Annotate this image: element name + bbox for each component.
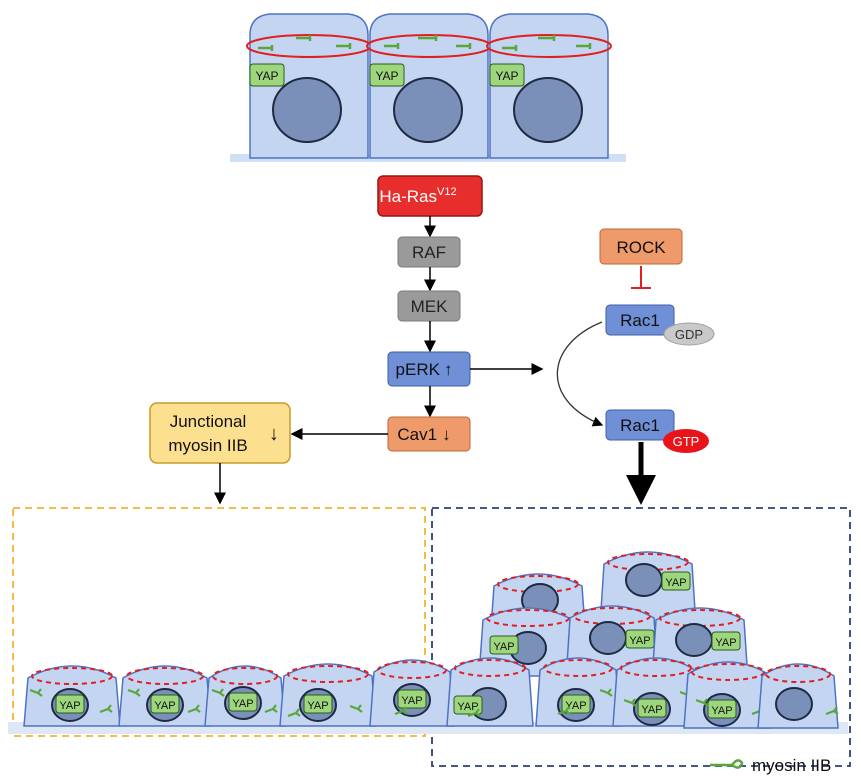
mek-label: MEK [411,297,449,316]
myosin-glyph [467,708,481,718]
myosin-glyph [211,688,225,697]
myosin-glyph [394,706,408,716]
yap-label: YAP [307,700,328,712]
yap-label: YAP [493,641,514,653]
rac1-gdp-label: Rac1 [620,311,660,330]
junctional-label-line2: myosin IIB [168,436,247,455]
cell: YAP [683,661,773,729]
myosin-glyph [825,706,839,716]
myosin-glyph [695,698,709,707]
yap-label: YAP [641,704,662,716]
cell: YAP [279,663,377,727]
rac1-gtp-label: Rac1 [620,416,660,435]
nucleus [625,563,663,597]
nucleus [513,77,583,143]
yap-label: YAP [401,695,422,707]
right-outcome-frame [431,507,851,767]
cell: YAP [446,657,534,727]
nucleus [775,687,813,721]
top-cell-1: YAP [246,13,372,159]
myosin-glyph [349,704,363,713]
perk-label: pERK [396,360,441,379]
cell-layer: YAP YAP YAP YAP YAP YAP YAP YAP YAP YAP YAP YAP YAP [23,551,839,729]
yap-label: YAP [565,700,586,712]
gdp-badge [663,322,715,346]
myosin-glyph [127,688,141,697]
cell: YAP [535,657,621,727]
top-cell-2: YAP [366,13,492,159]
rock-node: ROCK [599,228,683,265]
yap-label: YAP [154,700,175,712]
ras-node: Ha-RasV12 [377,175,483,217]
inhibition-symbol [631,266,651,289]
cav1-down-arrow: ↓ [442,425,451,444]
rac1-gdp-node: Rac1 GDP [605,304,715,346]
raf-node: RAF [397,236,461,268]
raf-label: RAF [412,243,446,262]
myosin-glyph [557,706,571,716]
yap-label: YAP [59,700,80,712]
yap-label: YAP [629,635,650,647]
junctional-down-arrow: ↓ [269,423,279,445]
myosin-glyph [29,688,43,697]
cell: YAP [369,659,455,727]
nucleus [393,77,463,143]
rac1-gtp-node: Rac1 GTP [605,409,709,453]
junctional-myosin-node: Junctional myosin IIB ↓ [149,402,291,464]
top-myosin-glyphs [258,35,592,51]
left-outcome-frame [12,507,426,737]
yap-label: YAP [665,577,686,589]
gtp-badge [663,429,709,453]
cell: YAP [118,665,212,727]
rock-label: ROCK [616,238,666,257]
perk-node: pERK↑ [387,351,471,387]
ras-label: Ha-Ras [379,187,437,206]
ras-superscript: V12 [437,186,457,198]
yap-label: YAP [495,69,518,83]
yap-label: YAP [715,637,736,649]
top-cell-3: YAP [486,13,612,159]
yap-label: YAP [232,698,253,710]
cell: YAP [204,665,286,727]
nucleus [589,621,627,655]
cell [757,663,839,729]
cav1-node: Cav1 ↓ [387,416,471,452]
yap-label: YAP [711,705,732,717]
svg-text:Cav1↓: Cav1 ↓ [397,425,450,444]
myosin-legend-icon [710,759,744,769]
gdp-label: GDP [675,327,703,342]
myosin-glyph [99,704,113,714]
nucleus [272,77,342,143]
cell: YAP [23,665,121,727]
legend-label: myosin IIB [752,756,831,775]
activation-arc [556,321,604,427]
yap-label: YAP [255,69,278,83]
gtp-label: GTP [673,434,700,449]
svg-text:pERK↑: pERK↑ [396,360,453,379]
cell: YAP [612,657,700,727]
yap-label: YAP [375,69,398,83]
myosin-glyph [599,688,613,697]
nucleus [675,623,713,657]
myosin-glyph [187,704,201,714]
myosin-glyph [264,704,278,714]
myosin-glyph [287,708,301,718]
myosin-glyph [623,698,637,707]
perk-up-arrow: ↑ [444,360,453,379]
top-epithelium: YAP YAP YAP [230,13,626,162]
mek-node: MEK [397,290,461,322]
cav1-label: Cav1 [397,425,437,444]
junctional-label-line1: Junctional [170,412,247,431]
svg-text:Ha-RasV12: Ha-RasV12 [379,186,456,206]
yap-label: YAP [457,701,478,713]
